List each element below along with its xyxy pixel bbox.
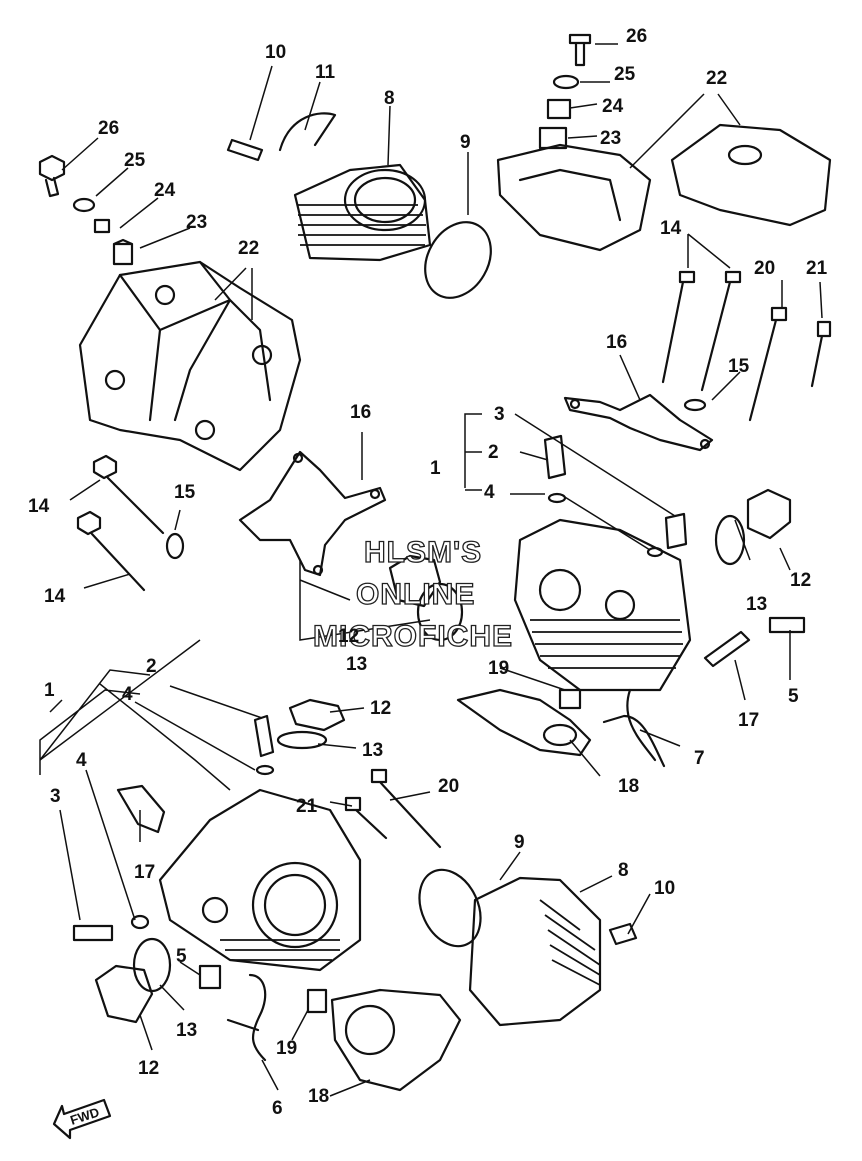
callout-4: 4	[122, 684, 133, 705]
head-bolts-upper	[661, 270, 832, 422]
left-bracket	[238, 450, 387, 577]
callout-7: 7	[694, 748, 705, 769]
callout-18: 18	[308, 1086, 329, 1107]
callout-15: 15	[728, 356, 750, 377]
callout-21: 21	[296, 796, 318, 817]
callout-14: 14	[660, 218, 682, 239]
callout-13: 13	[176, 1020, 197, 1041]
callout-15: 15	[174, 482, 196, 503]
oil-pipe-lower	[226, 973, 267, 1062]
callout-5: 5	[176, 946, 187, 967]
callout-26: 26	[626, 26, 647, 47]
upper-bracket	[563, 393, 714, 452]
callout-22: 22	[706, 68, 727, 89]
spare-valve-cover	[670, 123, 832, 227]
callout-4: 4	[76, 750, 87, 771]
lower-cylinder-head	[158, 698, 362, 972]
callout-12: 12	[370, 698, 391, 719]
upper-dowel-and-plug	[558, 616, 806, 710]
watermark-line-2: ONLINE	[356, 578, 475, 611]
callout-13: 13	[746, 594, 767, 615]
lower-spark-plug	[116, 784, 166, 834]
callout-19: 19	[276, 1038, 297, 1059]
callout-22: 22	[238, 238, 259, 259]
left-cover-bolt-stack	[38, 154, 134, 266]
callout-4: 4	[484, 482, 495, 503]
callout-10: 10	[265, 42, 286, 63]
callout-5: 5	[788, 686, 799, 707]
callout-11: 11	[315, 62, 336, 83]
callout-1: 1	[430, 458, 441, 479]
callout-24: 24	[602, 96, 624, 117]
callout-12: 12	[138, 1058, 159, 1079]
left-valve-cover	[78, 260, 302, 472]
top-bolt-stack	[538, 33, 592, 150]
watermark-line-1: HLSM'S	[364, 536, 482, 569]
lower-filler-cap-assembly	[94, 937, 172, 1024]
callout-3: 3	[494, 404, 505, 425]
callout-17: 17	[738, 710, 759, 731]
lower-bolts	[344, 768, 442, 849]
callout-23: 23	[186, 212, 207, 233]
callout-12: 12	[338, 626, 359, 647]
callout-14: 14	[28, 496, 50, 517]
callout-2: 2	[488, 442, 499, 463]
callout-8: 8	[384, 88, 395, 109]
callout-13: 13	[362, 740, 383, 761]
callout-20: 20	[438, 776, 459, 797]
lower-gasket	[306, 988, 462, 1092]
callout-3: 3	[50, 786, 61, 807]
callout-24: 24	[154, 180, 176, 201]
callout-21: 21	[806, 258, 828, 279]
rear-valve-cover	[496, 143, 652, 252]
callout-18: 18	[618, 776, 639, 797]
upper-cylinder-head	[513, 434, 692, 692]
rear-cylinder-oring	[424, 221, 492, 299]
forward-direction-arrow: FWD	[52, 1098, 112, 1140]
callout-9: 9	[514, 832, 525, 853]
callout-1: 1	[44, 680, 55, 701]
callout-26: 26	[98, 118, 119, 139]
callout-25: 25	[124, 150, 146, 171]
oil-pipe-upper	[602, 688, 666, 768]
callout-2: 2	[146, 656, 157, 677]
callout-19: 19	[488, 658, 509, 679]
left-head-bolts	[76, 454, 185, 592]
lower-front-cylinder	[418, 868, 638, 1027]
upper-gasket	[456, 688, 592, 757]
callout-9: 9	[460, 132, 471, 153]
lower-dowels	[72, 914, 222, 990]
callout-16: 16	[350, 402, 371, 423]
callout-12: 12	[790, 570, 811, 591]
callout-10: 10	[654, 878, 675, 899]
leader-lines	[39, 43, 823, 1097]
callout-14: 14	[44, 586, 66, 607]
rear-cylinder	[226, 112, 432, 262]
callout-17: 17	[134, 862, 155, 883]
callout-6: 6	[272, 1098, 283, 1119]
callout-16: 16	[606, 332, 627, 353]
watermark: HLSM'S ONLINE MICROFICHE	[312, 535, 513, 653]
callout-numbers: 26 25 24 23 22 10 11 8 9 26 25 24 23 22 …	[28, 26, 828, 1119]
callout-20: 20	[754, 258, 775, 279]
callout-25: 25	[614, 64, 636, 85]
callout-8: 8	[618, 860, 629, 881]
callout-23: 23	[600, 128, 621, 149]
callout-13: 13	[346, 654, 367, 675]
upper-tappet-cover	[714, 488, 792, 566]
watermark-line-3: MICROFICHE	[313, 620, 513, 653]
upper-filler-cap-assembly	[388, 554, 464, 642]
